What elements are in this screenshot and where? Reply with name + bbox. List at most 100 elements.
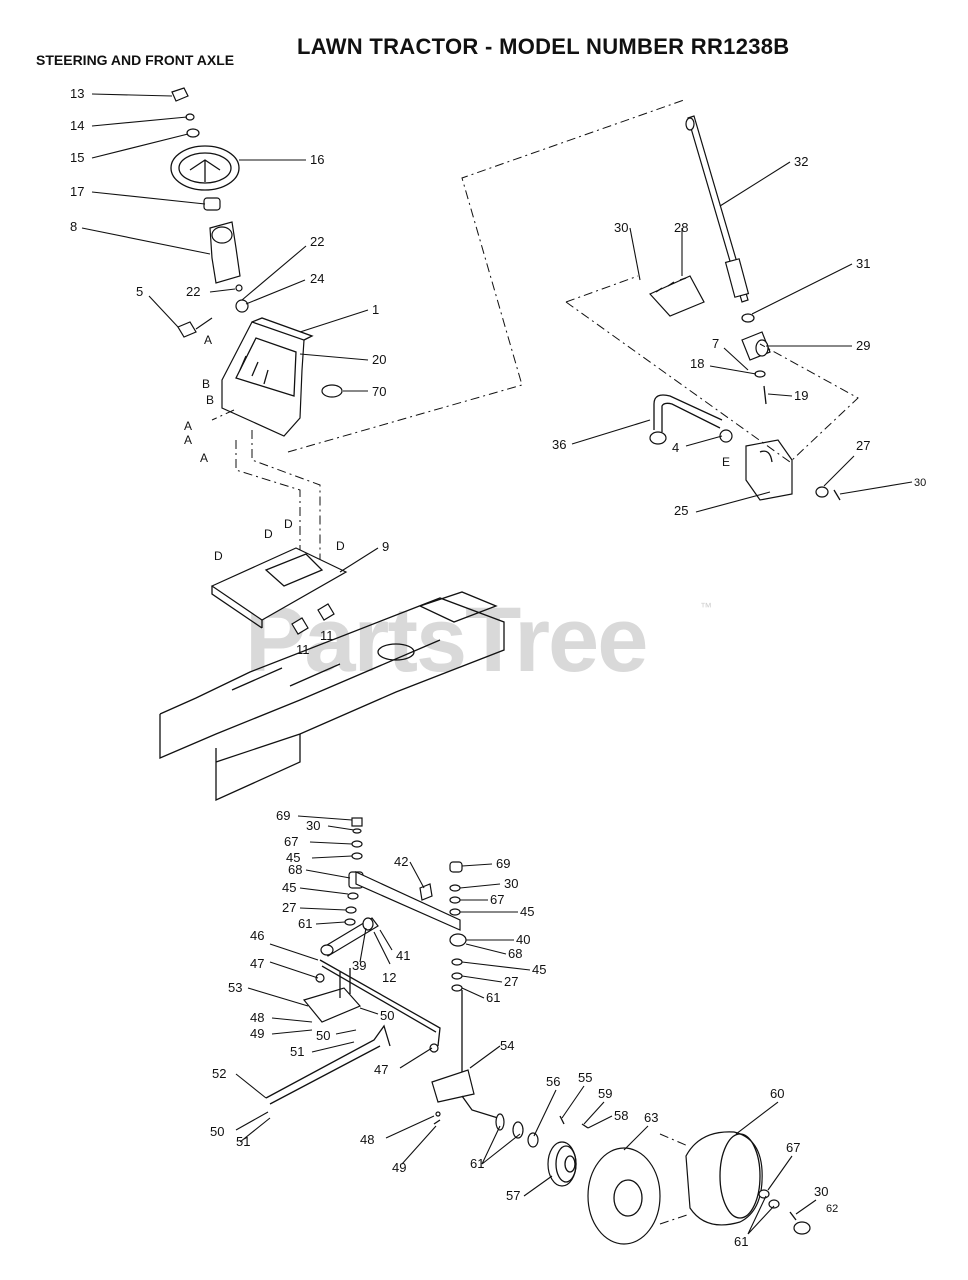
callout-27c: 27 [504, 974, 518, 989]
callout-61a: 61 [298, 916, 312, 931]
callout-14: 14 [70, 118, 84, 133]
watermark-trademark: ™ [700, 600, 712, 614]
callout-48a: 48 [250, 1010, 264, 1025]
ref-B1: B [202, 377, 210, 391]
front-axle-assembly [265, 817, 811, 1245]
callout-50b: 50 [316, 1028, 330, 1043]
diagram-subtitle: STEERING AND FRONT AXLE [36, 52, 235, 68]
ref-B2: B [206, 393, 214, 407]
callout-30c: 30 [306, 818, 320, 833]
callout-52: 52 [212, 1066, 226, 1081]
callout-54: 54 [500, 1038, 514, 1053]
callout-32: 32 [794, 154, 808, 169]
callout-50a: 50 [380, 1008, 394, 1023]
ref-A1: A [204, 333, 212, 347]
callout-7: 7 [712, 336, 719, 351]
callout-67a: 67 [284, 834, 298, 849]
callout-30e: 30 [814, 1184, 828, 1199]
callout-60: 60 [770, 1086, 784, 1101]
callout-30b: 30 [914, 477, 926, 489]
callout-47b: 47 [374, 1062, 388, 1077]
assembly-dashed-links [211, 99, 685, 560]
callout-53: 53 [228, 980, 242, 995]
callout-69a: 69 [276, 808, 290, 823]
callout-42: 42 [394, 854, 408, 869]
floor-plate-and-frame [159, 547, 505, 802]
reference-letters: A A B B A A D D D D E [184, 333, 730, 563]
callout-46: 46 [250, 928, 264, 943]
callout-25: 25 [674, 503, 688, 518]
callout-27a: 27 [856, 438, 870, 453]
callout-27b: 27 [282, 900, 296, 915]
callout-63: 63 [644, 1110, 658, 1125]
ref-A2: A [184, 433, 192, 447]
callout-1: 1 [372, 302, 379, 317]
callout-61b: 61 [486, 990, 500, 1005]
callout-22a: 22 [310, 234, 324, 249]
callout-45c: 45 [520, 904, 534, 919]
callout-47a: 47 [250, 956, 264, 971]
callout-15: 15 [70, 150, 84, 165]
callout-22b: 22 [186, 284, 200, 299]
callout-67b: 67 [490, 892, 504, 907]
callout-29: 29 [856, 338, 870, 353]
callout-48b: 48 [360, 1132, 374, 1147]
ref-D1: D [214, 549, 223, 563]
dash-panel-assembly [221, 317, 343, 437]
callout-28: 28 [674, 220, 688, 235]
callout-30d: 30 [504, 876, 518, 891]
callout-67c: 67 [786, 1140, 800, 1155]
callout-49a: 49 [250, 1026, 264, 1041]
callout-30a: 30 [614, 220, 628, 235]
leader-lines-right [339, 161, 913, 573]
callout-11a: 11 [296, 642, 310, 657]
callout-45b: 45 [282, 880, 296, 895]
callout-labels: 13 14 15 16 17 8 22 22 24 5 1 20 70 32 3… [70, 86, 926, 1249]
ref-E: E [722, 455, 730, 469]
steering-wheel-assembly [170, 87, 249, 338]
watermark: PartsTree [245, 589, 648, 691]
callout-58: 58 [614, 1108, 628, 1123]
callout-31: 31 [856, 256, 870, 271]
callout-17: 17 [70, 184, 84, 199]
callout-36: 36 [552, 437, 566, 452]
callout-61c: 61 [470, 1156, 484, 1171]
callout-20: 20 [372, 352, 386, 367]
callout-4: 4 [672, 440, 679, 455]
callout-45d: 45 [532, 962, 546, 977]
ref-D3: D [284, 517, 293, 531]
callout-13: 13 [70, 86, 84, 101]
callout-19: 19 [794, 388, 808, 403]
leader-lines-axle [235, 815, 817, 1235]
callout-59: 59 [598, 1086, 612, 1101]
ref-A4: A [184, 419, 192, 433]
callout-69b: 69 [496, 856, 510, 871]
ref-D2: D [264, 527, 273, 541]
callout-24: 24 [310, 271, 324, 286]
callout-51a: 51 [290, 1044, 304, 1059]
callout-5: 5 [136, 284, 143, 299]
callout-61d: 61 [734, 1234, 748, 1249]
ref-D4: D [336, 539, 345, 553]
callout-39: 39 [352, 958, 366, 973]
callout-12: 12 [382, 970, 396, 985]
callout-41: 41 [396, 948, 410, 963]
callout-70: 70 [372, 384, 386, 399]
callout-16: 16 [310, 152, 324, 167]
callout-9: 9 [382, 539, 389, 554]
callout-50c: 50 [210, 1124, 224, 1139]
callout-11b: 11 [320, 628, 334, 643]
ref-A3: A [200, 451, 208, 465]
callout-49b: 49 [392, 1160, 406, 1175]
callout-56: 56 [546, 1074, 560, 1089]
callout-55: 55 [578, 1070, 592, 1085]
callout-45a: 45 [286, 850, 300, 865]
callout-18: 18 [690, 356, 704, 371]
callout-68b: 68 [508, 946, 522, 961]
steering-shaft-assembly [565, 115, 859, 501]
callout-40: 40 [516, 932, 530, 947]
callout-8: 8 [70, 219, 77, 234]
diagram-title: LAWN TRACTOR - MODEL NUMBER RR1238B [297, 34, 790, 59]
callout-57: 57 [506, 1188, 520, 1203]
